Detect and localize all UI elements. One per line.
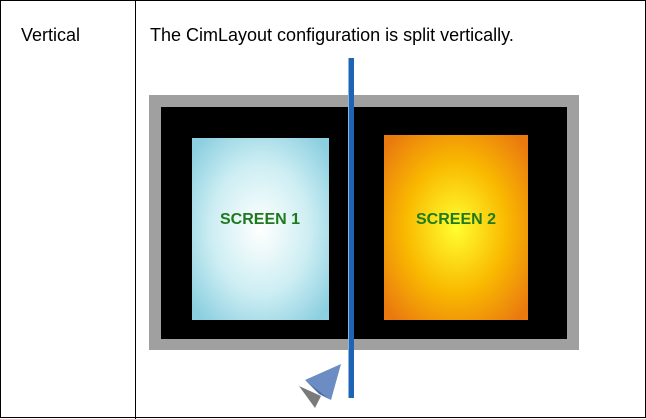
column-divider: [135, 1, 136, 419]
row-description: The CimLayout configuration is split ver…: [150, 25, 514, 45]
split-illustration-svg: SCREEN 1 SCREEN 2: [149, 58, 579, 408]
screen-2: [384, 135, 528, 320]
split-line-icon: [348, 58, 354, 398]
screen-1: [192, 138, 329, 320]
split-illustration: SCREEN 1 SCREEN 2: [141, 56, 581, 411]
screen-1-label: SCREEN 1: [220, 211, 300, 228]
arrow-pointer-icon: [299, 364, 341, 408]
row-label-vertical: Vertical: [21, 25, 81, 45]
screen-2-label: SCREEN 2: [416, 211, 496, 228]
